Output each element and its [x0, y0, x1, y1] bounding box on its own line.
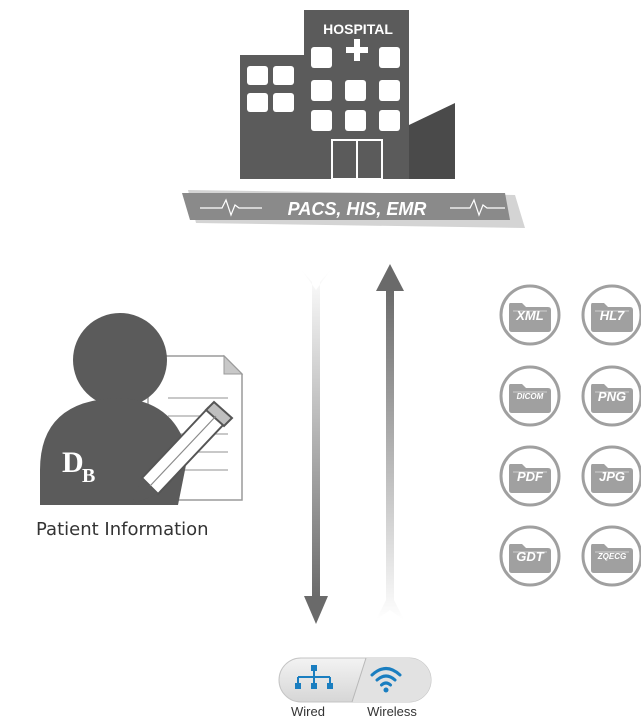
format-label: JPG [598, 469, 625, 484]
format-label: DICOM [516, 392, 544, 401]
patient-information-label: Patient Information [36, 519, 209, 540]
pdf-format-icon: PDF [498, 444, 562, 508]
format-label: HL7 [599, 308, 625, 323]
jpg-format-icon: JPG [580, 444, 641, 508]
db-logo-icon: D B [62, 446, 95, 487]
format-label: XML [516, 308, 544, 323]
svg-text:B: B [82, 465, 95, 487]
format-label: PDF [517, 469, 543, 484]
wireless-icon [370, 667, 402, 693]
hospital-sign: HOSPITAL [323, 21, 393, 37]
hospital-building-icon [240, 10, 455, 180]
zqecg-format-icon: ZQECG [580, 524, 641, 588]
connection-switch [278, 657, 432, 703]
hl7-format-icon: HL7 [580, 283, 641, 347]
systems-banner [182, 190, 525, 228]
wired-label: Wired [291, 704, 325, 719]
wireless-label: Wireless [367, 704, 417, 719]
format-label: PNG [597, 389, 627, 404]
download-arrow [300, 268, 332, 624]
dicom-format-icon: DICOM [498, 364, 562, 428]
systems-label: PACS, HIS, EMR [288, 199, 427, 219]
png-format-icon: PNG [580, 364, 641, 428]
svg-text:D: D [62, 446, 84, 479]
upload-arrow [376, 264, 404, 620]
format-label: GDT [516, 549, 544, 564]
gdt-format-icon: GDT [498, 524, 562, 588]
format-label: ZQECG [597, 552, 627, 561]
wired-icon [295, 665, 333, 689]
xml-format-icon: XML [498, 283, 562, 347]
pencil-icon [132, 400, 234, 504]
